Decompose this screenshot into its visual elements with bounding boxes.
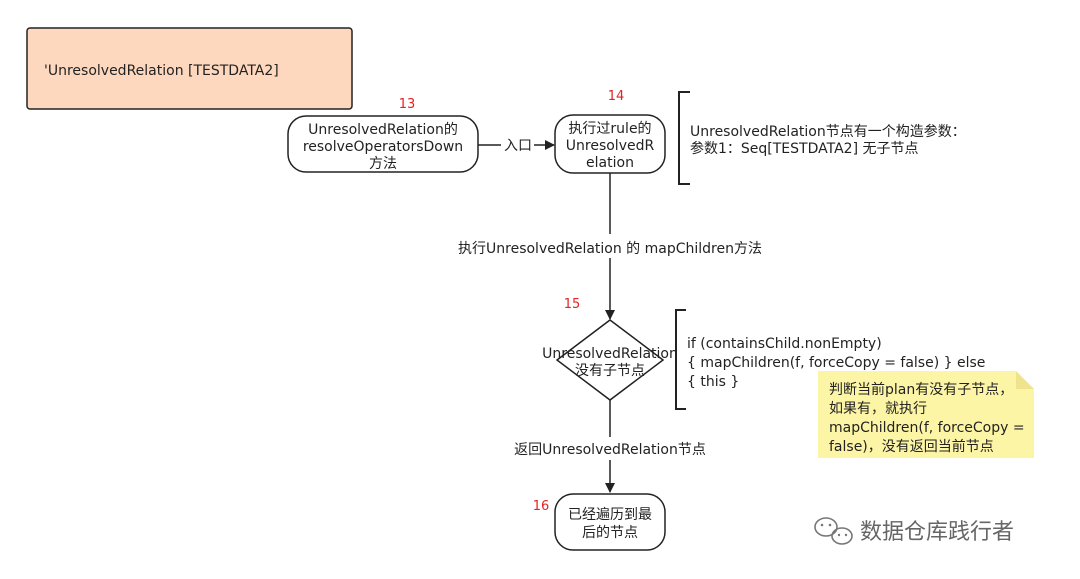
sticky-note-line-1: 判断当前plan有没有子节点， [829,381,1013,398]
node-14-info-bracket: UnresolvedRelation节点有一个构造参数： 参数1：Seq[TES… [678,91,966,185]
node-14-info-line-1: UnresolvedRelation节点有一个构造参数： [690,123,966,140]
edge-15-16: 返回UnresolvedRelation节点 [514,400,706,493]
node-14-line-2: UnresolvedR [566,138,655,154]
node-14-line-1: 执行过rule的 [568,121,651,137]
node-16-line-2: 后的节点 [582,525,638,541]
step-13: 13 [399,97,416,112]
node-13-line-3: 方法 [369,156,397,172]
node-15-code-line-3: { this } [687,374,739,390]
sticky-note: 判断当前plan有没有子节点， 如果有，就执行 mapChildren(f, f… [818,371,1034,458]
node-15-code-line-2: { mapChildren(f, forceCopy = false) } el… [687,355,985,371]
context-box: 'UnresolvedRelation [TESTDATA2] [26,27,353,110]
edge-14-15: 执行UnresolvedRelation 的 mapChildren方法 [458,173,762,320]
node-16-line-1: 已经遍历到最 [568,507,652,523]
node-14: 执行过rule的 UnresolvedR elation [554,114,666,174]
edge-14-15-label: 执行UnresolvedRelation 的 mapChildren方法 [458,241,762,257]
node-16: 已经遍历到最 后的节点 [554,493,666,551]
node-13-line-2: resolveOperatorsDown [303,139,463,155]
node-13: UnresolvedRelation的 resolveOperatorsDown… [287,115,479,173]
step-14: 14 [608,89,625,104]
sticky-note-line-2: 如果有，就执行 [829,401,927,417]
context-box-text: 'UnresolvedRelation [TESTDATA2] [44,63,279,79]
watermark-text: 数据仓库践行者 [860,520,1014,545]
step-15: 15 [564,297,581,312]
node-15-code-line-1: if (containsChild.nonEmpty) [687,336,882,352]
edge-13-14: 入口 [478,138,555,154]
wechat-icon [814,517,853,545]
node-15-line-2: 没有子节点 [575,363,645,379]
node-15: UnresolvedRelation 没有子节点 [542,319,678,401]
edge-13-14-label: 入口 [504,138,532,154]
edge-15-16-label: 返回UnresolvedRelation节点 [514,442,706,458]
node-13-line-1: UnresolvedRelation的 [308,122,458,138]
node-15-line-1: UnresolvedRelation [542,346,678,362]
watermark: 数据仓库践行者 [814,517,1014,545]
sticky-note-line-4: false)，没有返回当前节点 [829,438,994,455]
sticky-note-line-3: mapChildren(f, forceCopy = [829,420,1025,436]
step-16: 16 [533,499,550,514]
node-14-info-line-2: 参数1：Seq[TESTDATA2] 无子节点 [690,140,918,157]
node-14-line-3: elation [586,155,634,171]
node-15-code-bracket: if (containsChild.nonEmpty) { mapChildre… [675,309,985,410]
